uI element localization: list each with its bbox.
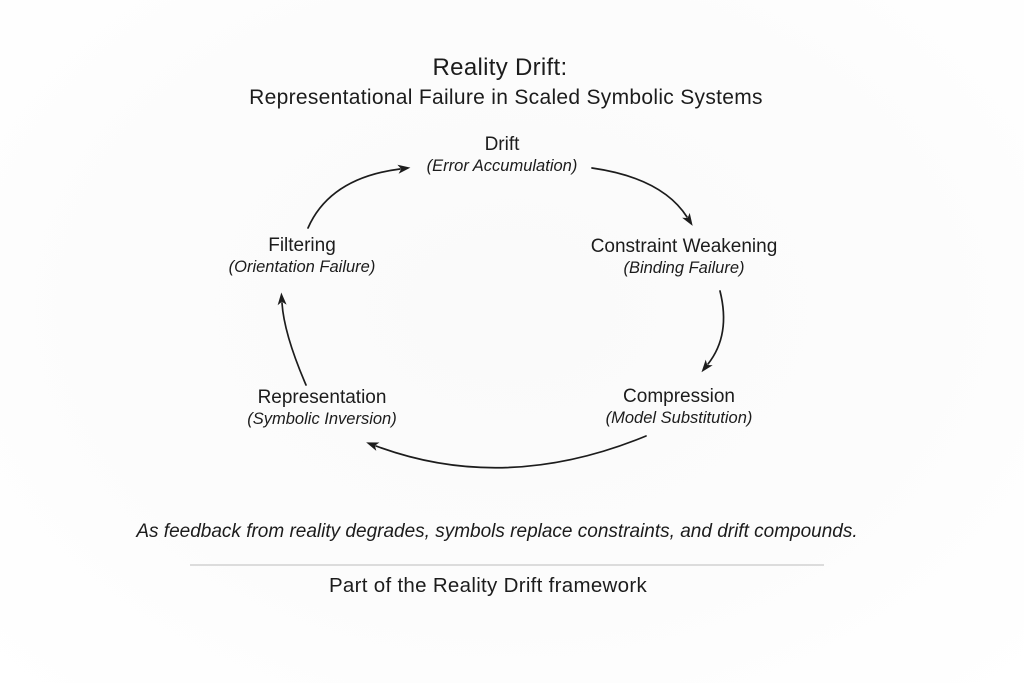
node-label: Filtering	[268, 235, 336, 256]
node-compression: Compression (Model Substitution)	[606, 385, 753, 429]
arrow-filtering-to-drift	[307, 164, 411, 229]
node-sublabel: (Binding Failure)	[623, 259, 745, 277]
caption-text: As feedback from reality degrades, symbo…	[136, 521, 858, 542]
node-sublabel: (Symbolic Inversion)	[247, 410, 397, 428]
arrow-representation-to-filtering	[277, 292, 307, 386]
node-label: Representation	[257, 387, 387, 408]
node-constraint-weakening: Constraint Weakening (Binding Failure)	[591, 235, 778, 279]
arrow-constraint-weakening-to-compression	[701, 290, 725, 373]
node-sublabel: (Model Substitution)	[605, 409, 753, 427]
node-sublabel: (Error Accumulation)	[426, 157, 578, 175]
page-title: Reality Drift:	[432, 54, 568, 81]
node-label: Constraint Weakening	[590, 236, 778, 257]
node-label: Compression	[623, 386, 735, 407]
page-subtitle: Representational Failure in Scaled Symbo…	[249, 86, 763, 109]
node-drift: Drift (Error Accumulation)	[427, 133, 578, 177]
node-filtering: Filtering (Orientation Failure)	[229, 234, 376, 278]
node-sublabel: (Orientation Failure)	[228, 258, 376, 276]
node-representation: Representation (Symbolic Inversion)	[247, 386, 396, 430]
framework-note: Part of the Reality Drift framework	[328, 574, 648, 597]
divider-line	[190, 564, 824, 566]
arrow-compression-to-representation	[366, 435, 647, 469]
node-label: Drift	[484, 134, 520, 155]
arrow-drift-to-constraint-weakening	[591, 167, 693, 226]
